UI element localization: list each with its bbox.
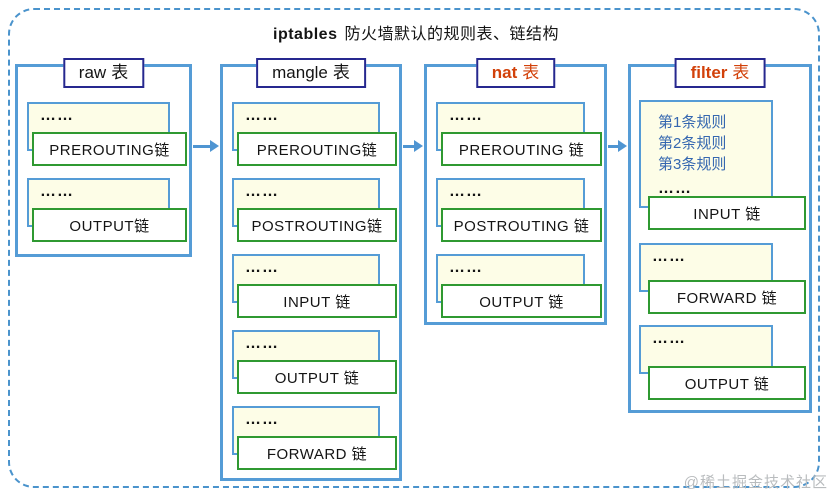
ellipsis-text: …… bbox=[245, 259, 279, 276]
arrow-head-icon bbox=[210, 140, 219, 152]
chain-mangle-input: INPUT 链 bbox=[237, 284, 397, 318]
rule-line-1: 第1条规则 bbox=[658, 114, 727, 131]
table-suffix-mangle: 表 bbox=[332, 63, 350, 82]
table-name-mangle: mangle bbox=[272, 63, 328, 82]
flow-arrow-mangle-to-nat bbox=[403, 140, 423, 153]
chain-label: PREROUTING 链 bbox=[458, 141, 585, 159]
ellipsis-text: …… bbox=[652, 248, 686, 265]
chain-label: OUTPUT 链 bbox=[479, 293, 564, 311]
chain-label: FORWARD 链 bbox=[676, 289, 778, 307]
ellipsis-text: …… bbox=[40, 107, 74, 124]
chain-mangle-prerouting: PREROUTING链 bbox=[237, 132, 397, 166]
arrow-head-icon bbox=[414, 140, 423, 152]
title-keyword: iptables bbox=[273, 26, 338, 43]
chain-label: FORWARD 链 bbox=[266, 445, 368, 463]
note-filter-rules: 第1条规则 第2条规则 第3条规则 …… bbox=[639, 100, 773, 208]
chain-nat-output: OUTPUT 链 bbox=[441, 284, 602, 318]
table-suffix-filter: 表 bbox=[732, 63, 750, 82]
chain-label: INPUT 链 bbox=[283, 293, 351, 311]
chain-label: POSTROUTING链 bbox=[251, 217, 383, 235]
chain-label: OUTPUT 链 bbox=[684, 375, 770, 393]
chain-mangle-forward: FORWARD 链 bbox=[237, 436, 397, 470]
title-text: 防火墙默认的规则表、链结构 bbox=[344, 26, 559, 43]
chain-label: OUTPUT 链 bbox=[274, 369, 360, 387]
rules-list: 第1条规则 第2条规则 第3条规则 …… bbox=[641, 102, 771, 199]
chain-mangle-postrouting: POSTROUTING链 bbox=[237, 208, 397, 242]
ellipsis-text: …… bbox=[658, 180, 692, 197]
chain-raw-prerouting: PREROUTING链 bbox=[32, 132, 187, 166]
table-suffix-nat: 表 bbox=[522, 63, 540, 82]
outer-dashed-border bbox=[8, 8, 820, 488]
chain-label: INPUT 链 bbox=[693, 205, 761, 223]
ellipsis-text: …… bbox=[245, 335, 279, 352]
ellipsis-text: …… bbox=[449, 107, 483, 124]
flow-arrow-raw-to-mangle bbox=[193, 140, 219, 153]
ellipsis-text: …… bbox=[449, 183, 483, 200]
arrow-shaft bbox=[193, 145, 212, 148]
table-name-raw: raw bbox=[78, 63, 107, 82]
note-filter-output: …… bbox=[639, 325, 773, 374]
rule-line-2: 第2条规则 bbox=[658, 135, 727, 152]
rule-line-3: 第3条规则 bbox=[658, 156, 727, 173]
ellipsis-text: …… bbox=[245, 411, 279, 428]
chain-mangle-output: OUTPUT 链 bbox=[237, 360, 397, 394]
ellipsis-text: …… bbox=[449, 259, 483, 276]
chain-label: OUTPUT链 bbox=[69, 217, 150, 235]
ellipsis-text: …… bbox=[245, 183, 279, 200]
chain-filter-output: OUTPUT 链 bbox=[648, 366, 806, 400]
ellipsis-text: …… bbox=[40, 183, 74, 200]
arrow-shaft bbox=[608, 145, 620, 148]
arrow-head-icon bbox=[618, 140, 627, 152]
diagram-title: iptables 防火墙默认的规则表、链结构 bbox=[0, 20, 832, 44]
chain-filter-input: INPUT 链 bbox=[648, 196, 806, 230]
chain-label: PREROUTING链 bbox=[49, 141, 170, 159]
watermark: @稀土掘金技术社区 bbox=[683, 474, 828, 491]
ellipsis-text: …… bbox=[652, 330, 686, 347]
ellipsis-text: …… bbox=[245, 107, 279, 124]
table-suffix-raw: 表 bbox=[111, 63, 129, 82]
chain-label: POSTROUTING 链 bbox=[453, 217, 590, 235]
table-name-filter: filter bbox=[690, 63, 728, 82]
chain-raw-output: OUTPUT链 bbox=[32, 208, 187, 242]
chain-filter-forward: FORWARD 链 bbox=[648, 280, 806, 314]
chain-nat-prerouting: PREROUTING 链 bbox=[441, 132, 602, 166]
chain-nat-postrouting: POSTROUTING 链 bbox=[441, 208, 602, 242]
flow-arrow-nat-to-filter bbox=[608, 140, 627, 153]
chain-label: PREROUTING链 bbox=[256, 141, 378, 159]
table-name-nat: nat bbox=[491, 63, 518, 82]
arrow-shaft bbox=[403, 145, 416, 148]
